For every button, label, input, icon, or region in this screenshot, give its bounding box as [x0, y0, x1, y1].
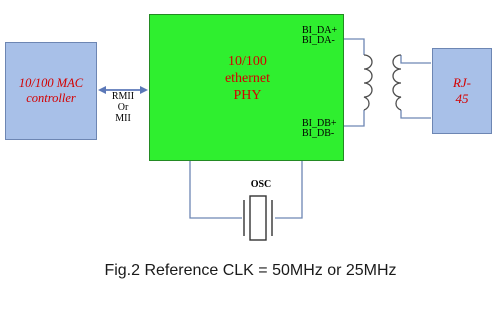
figure-caption: Fig.2 Reference CLK = 50MHz or 25MHz	[104, 262, 397, 279]
crystal-icon	[243, 195, 273, 241]
phy-label: 10/100 ethernet PHY	[224, 54, 271, 103]
transformer-primary-coil	[363, 54, 373, 111]
oscillator-wiring	[189, 161, 303, 219]
mac-controller-block: 10/100 MAC controller	[5, 42, 97, 140]
rj45-label: RJ- 45	[452, 75, 472, 106]
transformer-secondary-coil	[392, 54, 402, 111]
mii-bus-label: RMII Or MII	[111, 91, 135, 124]
oscillator-label: OSC	[250, 179, 272, 190]
pin-bi-db-plus: BI_DB+	[302, 118, 337, 129]
rj45-connector-block: RJ- 45	[432, 48, 492, 134]
pin-bi-db-minus: BI_DB-	[302, 128, 335, 139]
phy-block: 10/100 ethernet PHY BI_DA+ BI_DA- BI_DB+…	[149, 14, 344, 161]
mii-bus-arrow	[98, 86, 148, 94]
transformer-wiring	[344, 38, 431, 127]
pin-bi-da-plus: BI_DA+	[302, 25, 338, 36]
mac-controller-label: 10/100 MAC controller	[18, 76, 84, 105]
pin-bi-da-minus: BI_DA-	[302, 35, 335, 46]
